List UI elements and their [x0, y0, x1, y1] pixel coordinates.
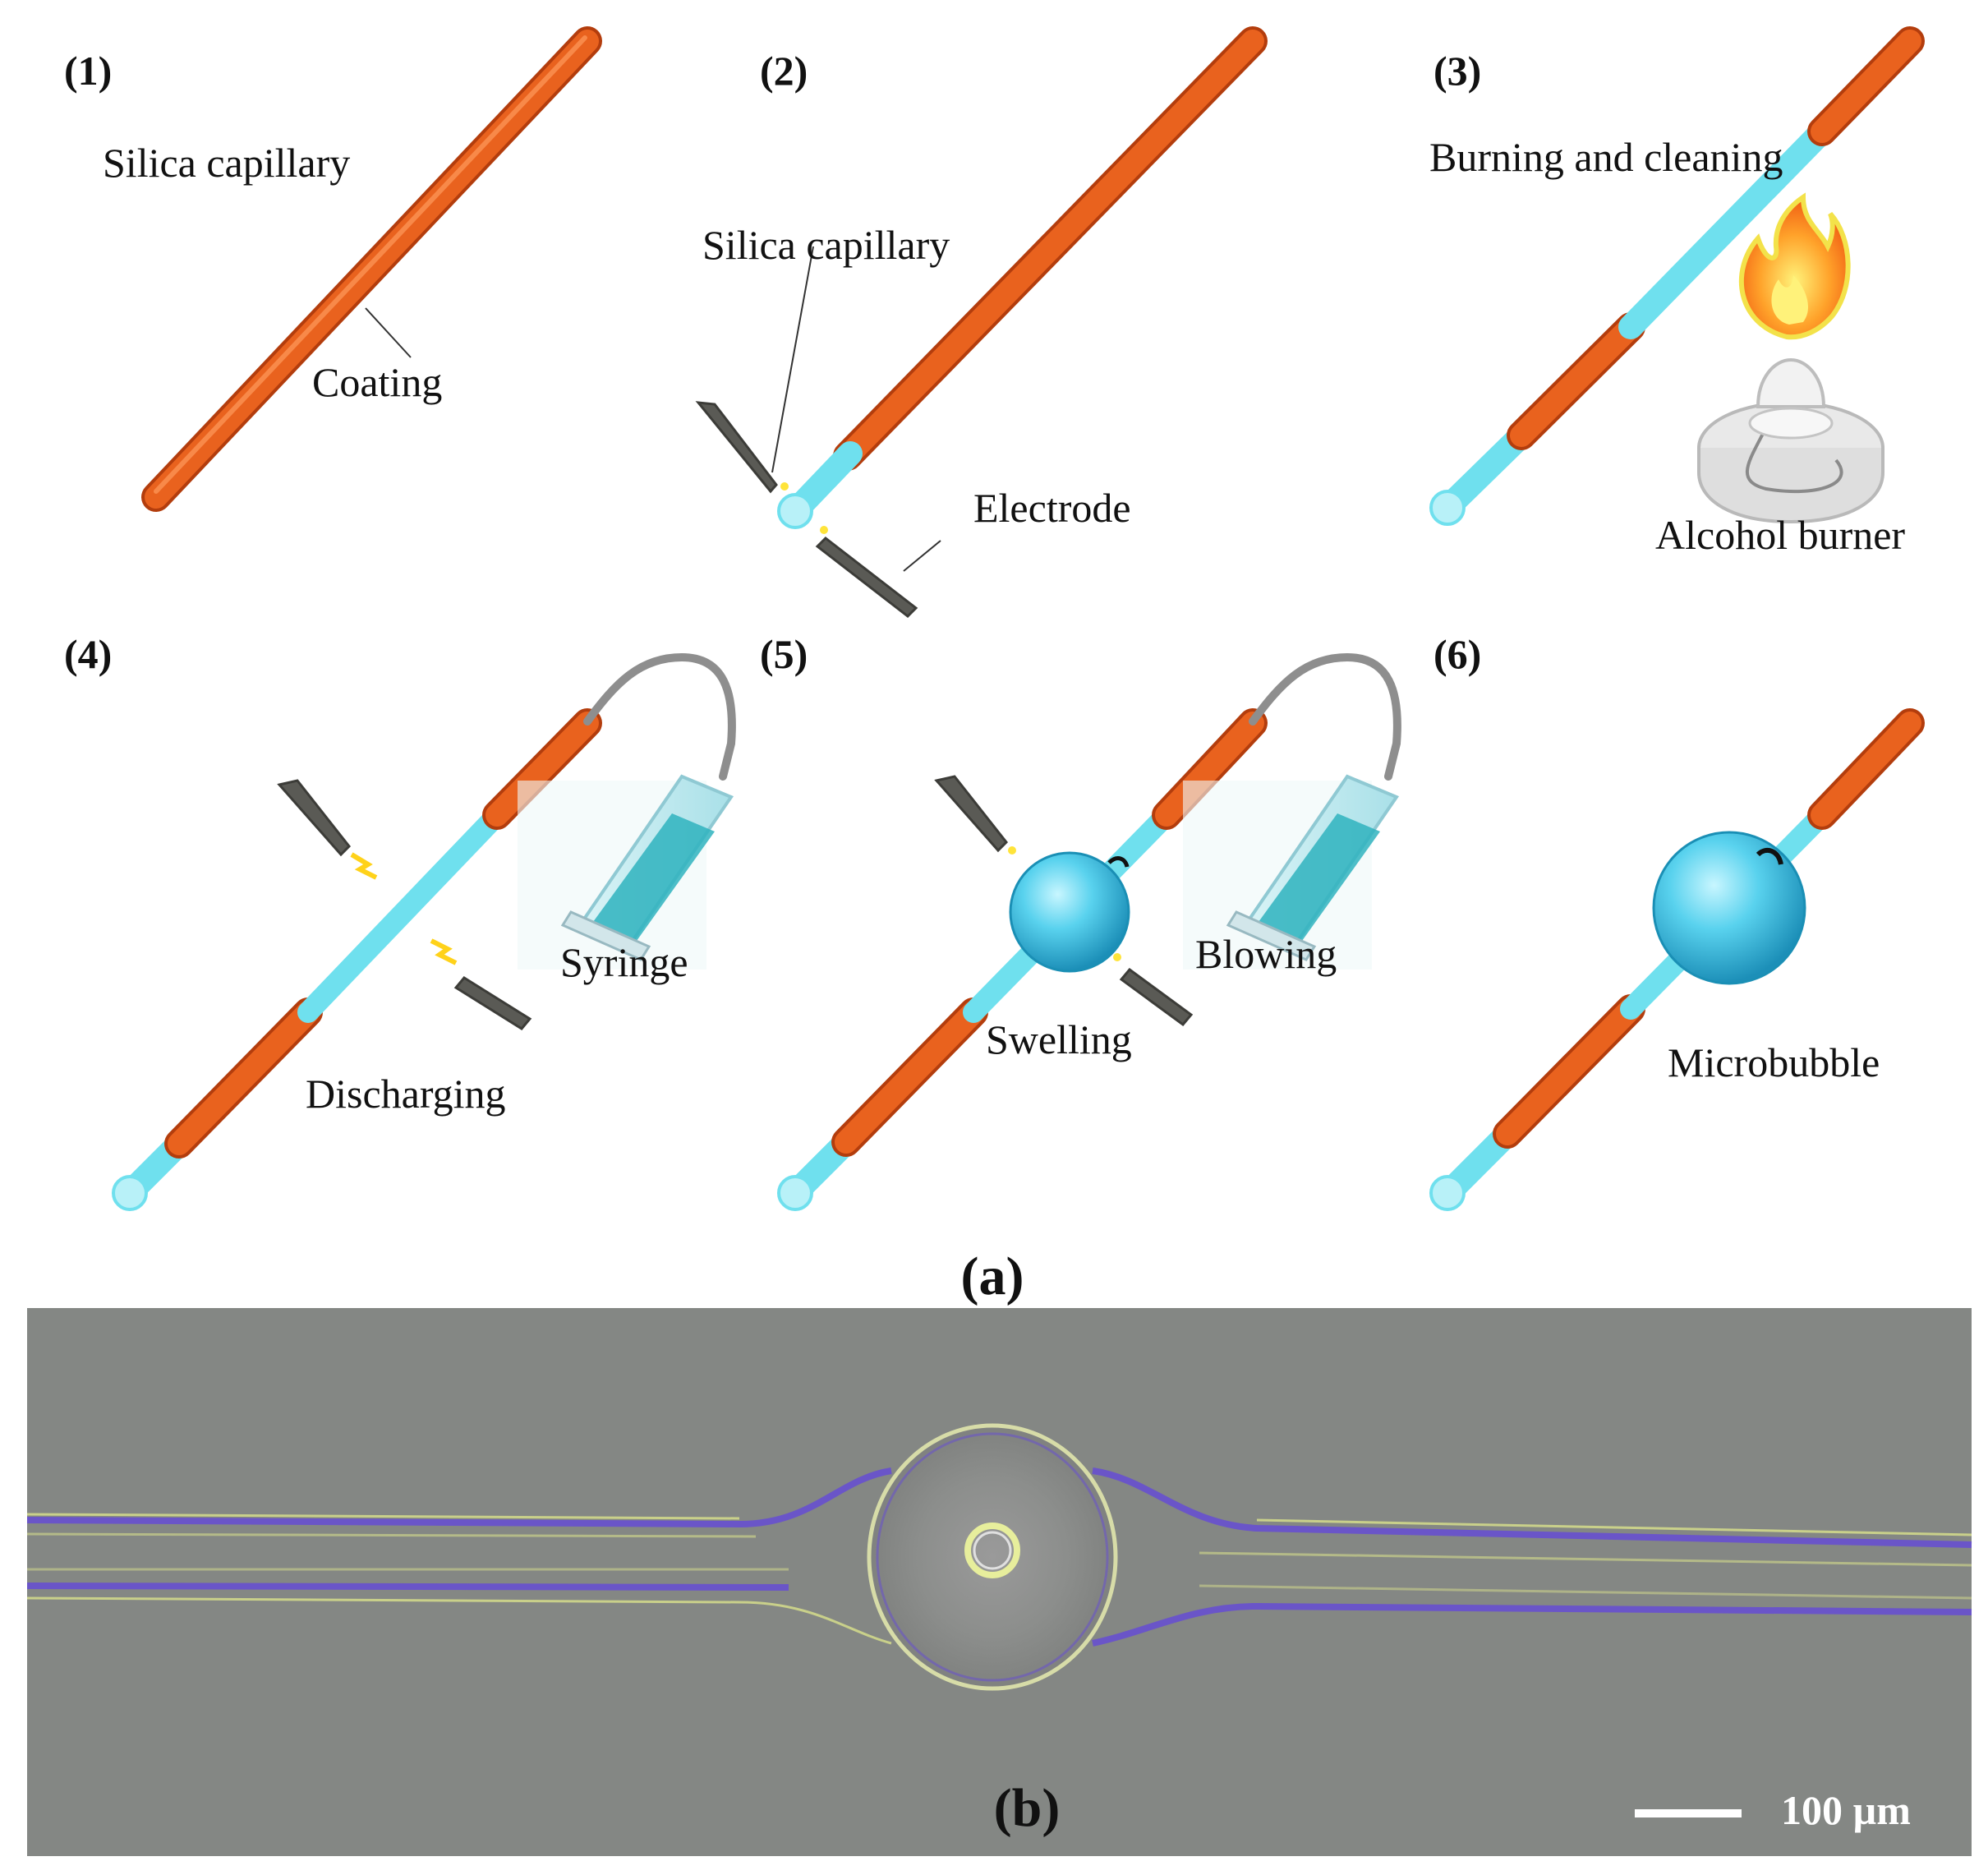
- silica-capillary-label-1: Silica capillary: [103, 140, 350, 186]
- micrograph: 100 µm: [26, 1308, 1972, 1856]
- coated-capillary: [145, 30, 599, 509]
- burning-cleaning-label: Burning and cleaning: [1429, 134, 1783, 180]
- coating-segment-fill: [1155, 712, 1264, 827]
- bubble-center-ring: [964, 1523, 1020, 1578]
- electrode-lower: [453, 976, 532, 1030]
- step-2: (2) Silica capillary Electrode: [695, 26, 1268, 618]
- fiber-lower-edge-right: [1092, 1602, 1972, 1647]
- syringe-icon: [518, 774, 734, 970]
- microbubble: [1652, 831, 1806, 985]
- coated-capillary-fill: [836, 30, 1264, 468]
- swelling-bubble: [1009, 851, 1130, 973]
- swelling-label: Swelling: [986, 1016, 1132, 1062]
- spark-icon: [820, 526, 828, 534]
- cleaned-capillary: [297, 804, 508, 1023]
- spark-icon: [780, 482, 789, 491]
- cleaned-capillary: [1618, 119, 1834, 339]
- step-4: (4) Syringe Discharging: [64, 631, 736, 1211]
- capillary-tip: [777, 1175, 813, 1211]
- electrode-pointer: [903, 540, 941, 572]
- electrode-upper: [695, 401, 778, 494]
- fiber-highlight: [1199, 1584, 1972, 1600]
- step-6: (6) Microbubble: [1429, 631, 1925, 1211]
- fiber-highlight: [1256, 1518, 1972, 1536]
- alcohol-burner-label: Alcohol burner: [1655, 512, 1905, 558]
- electrode-label: Electrode: [973, 485, 1131, 531]
- spark-icon: [1113, 953, 1121, 961]
- microbubble-label: Microbubble: [1668, 1039, 1880, 1085]
- fiber-lower-edge-left: [26, 1582, 789, 1591]
- silica-capillary-label-2: Silica capillary: [702, 222, 950, 268]
- step-1-number: (1): [64, 48, 112, 94]
- panel-b-caption: (b): [994, 1778, 1061, 1838]
- fiber-upper-edge-right: [1092, 1467, 1972, 1548]
- spark-icon: [1008, 846, 1016, 855]
- capillary-tip: [777, 493, 813, 529]
- fiber-upper-edge-left: [26, 1467, 892, 1528]
- electrode-upper: [277, 779, 352, 857]
- alcohol-burner-icon: [1697, 357, 1884, 524]
- scale-bar: [1635, 1809, 1742, 1817]
- step-4-number: (4): [64, 631, 112, 677]
- coating-highlight: [154, 35, 587, 494]
- coating-segment-fill: [1510, 316, 1642, 447]
- fiber-highlight: [1199, 1551, 1972, 1567]
- coating-label: Coating: [312, 359, 442, 405]
- fiber-highlight: [26, 1513, 740, 1520]
- step-3-number: (3): [1433, 48, 1481, 94]
- syringe-tube: [583, 652, 736, 781]
- coating-segment-fill: [835, 1001, 985, 1154]
- bubble-mark: [1107, 856, 1130, 868]
- micro-bubble-inner: [876, 1432, 1109, 1682]
- spark-icon: [430, 938, 458, 965]
- discharging-label: Discharging: [306, 1071, 505, 1117]
- step-2-number: (2): [760, 48, 808, 94]
- bubble-center-ring-inner: [973, 1531, 1012, 1570]
- coating-segment-fill: [1496, 997, 1642, 1145]
- coating-pointer: [365, 307, 412, 358]
- coating-segment-fill: [485, 712, 599, 827]
- electrode-lower: [1119, 967, 1194, 1027]
- spark-icon: [350, 852, 378, 880]
- capillary-tip: [112, 1175, 148, 1211]
- step-5: (5) Blowing Swelling: [760, 631, 1401, 1211]
- syringe-label: Syringe: [560, 939, 688, 985]
- capillary-tip: [1429, 1175, 1466, 1211]
- scale-bar-label: 100 µm: [1781, 1787, 1911, 1833]
- micro-bubble-outline: [867, 1423, 1118, 1691]
- electrode-lower: [815, 537, 918, 618]
- step-5-number: (5): [760, 631, 808, 677]
- capillary-pointer: [771, 246, 814, 473]
- flame-icon: [1738, 192, 1851, 340]
- blowing-label: Blowing: [1195, 931, 1337, 977]
- fiber-highlight: [26, 1532, 757, 1538]
- coating-segment-fill: [1811, 712, 1921, 827]
- exposed-capillary: [1438, 423, 1534, 518]
- panel-a-caption: (a): [961, 1246, 1024, 1306]
- step-6-number: (6): [1433, 631, 1481, 677]
- coating-segment-fill: [168, 1001, 320, 1155]
- bubble-mark: [1756, 847, 1783, 865]
- fiber-highlight: [26, 1596, 892, 1645]
- electrode-upper: [934, 775, 1009, 853]
- step-3: (3) Burning and cleaning Alcohol burner: [1429, 26, 1925, 558]
- coating-segment-fill: [1811, 30, 1921, 143]
- step-1: (1) Silica capillary Coating: [64, 26, 602, 512]
- syringe-tube: [1249, 652, 1401, 781]
- capillary-tip: [1429, 490, 1466, 526]
- syringe-icon: [1183, 774, 1400, 970]
